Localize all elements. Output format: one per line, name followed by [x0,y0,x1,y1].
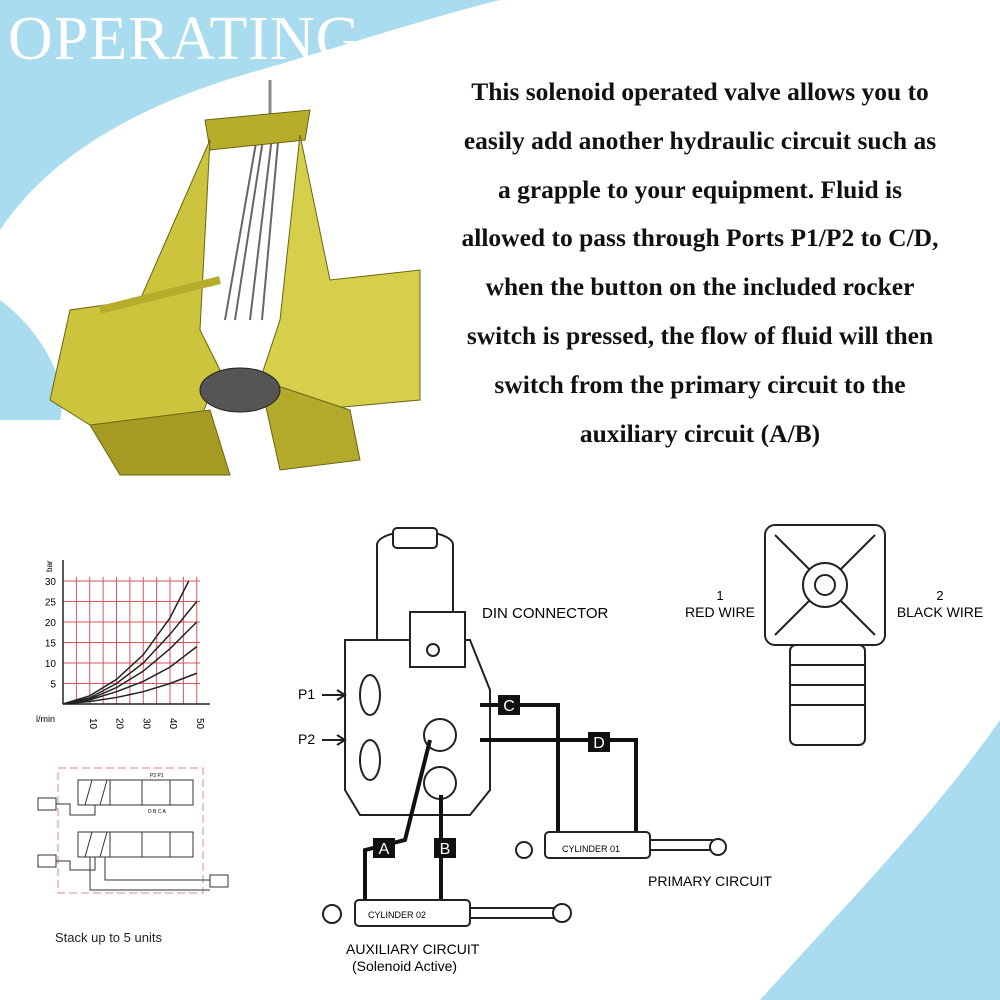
pressure-flow-chart: 5 10 15 20 25 30 10 20 30 40 50 bar l/min [36,560,210,730]
page-title: OPERATING [8,5,362,73]
y-tick-label: 15 [45,639,57,650]
y-tick-label: 10 [45,659,57,670]
x-axis-label: l/min [36,714,55,724]
y-tick-label: 25 [45,598,57,609]
y-tick-label: 30 [45,577,57,588]
x-tick-label: 30 [140,718,151,730]
description-line: switch is pressed, the flow of fluid wil… [466,320,934,350]
y-axis-label: bar [45,560,54,572]
x-tick-label: 10 [87,718,98,730]
series-line-curve5 [62,672,198,705]
description-line: allowed to pass through Ports P1/P2 to C… [461,223,939,253]
y-tick-label: 5 [50,680,56,691]
description-line: switch from the primary circuit to the [494,369,906,399]
series-line-curve4 [62,646,198,705]
x-tick-label: 20 [114,718,125,730]
description-line: This solenoid operated valve allows you … [471,77,929,106]
clamshell-grab-image [49,80,421,476]
description-line: a grapple to your equipment. Fluid is [497,174,903,204]
description-line: easily add another hydraulic circuit suc… [463,125,937,155]
x-tick-label: 50 [194,718,205,730]
series-line-curve2 [62,601,198,705]
hydraulic-schematic: P2 P1 D B C A [37,767,229,894]
x-tick-label: 40 [167,718,178,730]
schematic-ports-top: P2 P1 [150,773,164,779]
description: This solenoid operated valve allows you … [400,68,1000,458]
description-line: auxiliary circuit (A/B) [579,418,821,448]
y-tick-label: 20 [45,618,57,629]
schematic-caption: Stack up to 5 units [55,930,162,945]
description-line: when the button on the included rocker [485,272,915,302]
series-line-curve1 [62,580,190,705]
schematic-ports: D B C A [148,809,166,815]
